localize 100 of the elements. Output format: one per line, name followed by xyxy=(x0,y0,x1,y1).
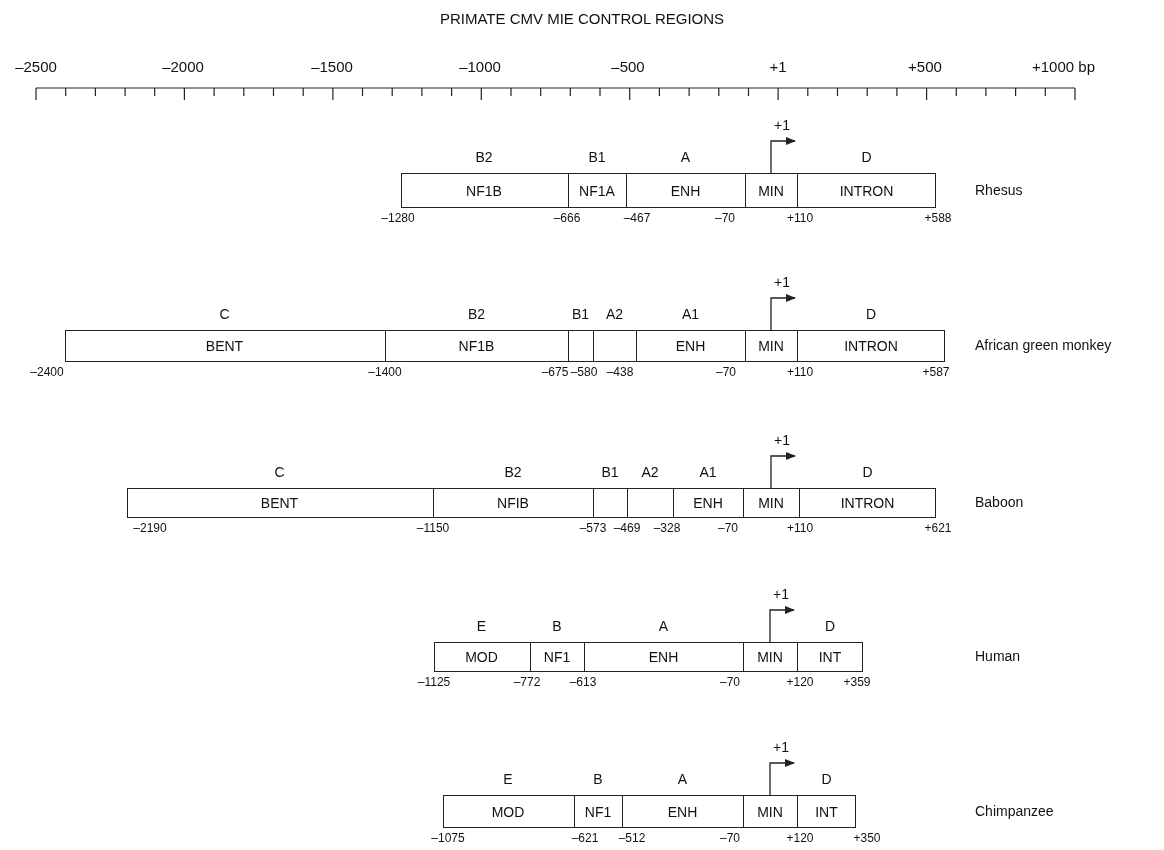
region-name: BENT xyxy=(205,338,244,354)
region-name: INTRON xyxy=(839,182,894,199)
position-label: –70 xyxy=(718,521,738,535)
position-label: +120 xyxy=(786,675,814,689)
start-site-label: +1 xyxy=(773,586,789,602)
region-name: BENT xyxy=(260,495,299,511)
position-label: +587 xyxy=(922,365,950,379)
position-label: –467 xyxy=(623,211,651,225)
region-heading: B1 xyxy=(588,149,606,165)
region-name: INTRON xyxy=(844,338,898,354)
start-site-label: +1 xyxy=(774,274,790,290)
position-label: –1075 xyxy=(431,831,465,845)
position-label: –573 xyxy=(579,521,607,535)
axis-tick-label: –1000 xyxy=(459,58,501,75)
species-label: Baboon xyxy=(975,494,1024,510)
position-label: –70 xyxy=(715,211,735,225)
region-heading: C xyxy=(219,306,230,322)
position-label: +359 xyxy=(843,675,871,689)
region-heading: D xyxy=(862,464,873,480)
region-name: MIN xyxy=(757,649,783,665)
start-site-label: +1 xyxy=(773,739,789,755)
region-name: INTRON xyxy=(840,495,895,511)
position-label: –1280 xyxy=(381,211,415,225)
start-site-label: +1 xyxy=(774,117,790,133)
axis-tick-label: +1000 bp xyxy=(1032,58,1095,75)
position-label: –70 xyxy=(720,831,740,845)
position-label: –469 xyxy=(613,521,641,535)
region-heading: B2 xyxy=(467,306,486,322)
region-name: NF1 xyxy=(584,803,612,820)
position-label: –2190 xyxy=(133,521,167,535)
position-label: +110 xyxy=(786,211,814,225)
position-label: –1150 xyxy=(416,521,450,535)
region-heading: A2 xyxy=(641,464,659,480)
start-site-label: +1 xyxy=(774,432,790,448)
position-label: +588 xyxy=(924,211,952,225)
region-heading: E xyxy=(476,618,487,634)
region-name: INT xyxy=(818,649,842,665)
region-heading: A1 xyxy=(699,464,717,480)
axis-tick-label: –2500 xyxy=(15,58,57,75)
region-name: NFIB xyxy=(497,495,529,511)
region-name: NF1B xyxy=(466,182,502,199)
axis-tick-label: –2000 xyxy=(162,58,204,75)
region-heading: B1 xyxy=(601,464,619,480)
region-name: MIN xyxy=(758,495,784,511)
position-label: –438 xyxy=(606,365,634,379)
region-heading: B1 xyxy=(571,306,590,322)
region-heading: B2 xyxy=(504,464,522,480)
species-label: Chimpanzee xyxy=(975,802,1054,819)
region-heading: A2 xyxy=(605,306,624,322)
region-heading: B2 xyxy=(475,149,493,165)
position-label: –2400 xyxy=(30,365,64,379)
axis-tick-label: +1 xyxy=(769,58,787,75)
region-heading: E xyxy=(503,771,513,787)
region-name: MOD xyxy=(491,803,525,820)
position-label: –772 xyxy=(513,675,541,689)
axis-tick-label: +500 xyxy=(908,58,942,75)
position-label: –1400 xyxy=(368,365,402,379)
region-heading: C xyxy=(274,464,285,480)
position-label: –328 xyxy=(653,521,681,535)
position-label: –70 xyxy=(716,365,736,379)
axis-tick-label: –500 xyxy=(611,58,645,75)
region-name: ENH xyxy=(675,338,706,354)
position-label: –512 xyxy=(618,831,646,845)
region-name: NF1A xyxy=(579,182,615,199)
position-label: –580 xyxy=(570,365,598,379)
species-label: Human xyxy=(975,648,1021,664)
region-heading: B xyxy=(593,771,603,787)
species-label: African green monkey xyxy=(975,337,1112,353)
species-label: Rhesus xyxy=(975,181,1023,198)
region-name: ENH xyxy=(667,803,698,820)
region-name: MIN xyxy=(757,803,783,820)
region-heading: A xyxy=(658,618,669,634)
position-label: –675 xyxy=(541,365,569,379)
region-name: ENH xyxy=(648,649,679,665)
region-name: MOD xyxy=(465,649,498,665)
region-name: ENH xyxy=(670,182,701,199)
region-name: NF1 xyxy=(543,649,571,665)
position-label: –70 xyxy=(720,675,740,689)
position-label: +110 xyxy=(786,365,814,379)
region-name: INT xyxy=(815,803,838,820)
position-label: +120 xyxy=(786,831,814,845)
position-label: –613 xyxy=(569,675,597,689)
position-label: +621 xyxy=(924,521,952,535)
region-heading: D xyxy=(861,149,872,165)
region-name: MIN xyxy=(758,182,784,199)
region-heading: D xyxy=(824,618,836,634)
region-heading: B xyxy=(552,618,562,634)
region-name: ENH xyxy=(693,495,723,511)
position-label: +350 xyxy=(853,831,881,845)
position-label: –1125 xyxy=(417,675,451,689)
region-heading: D xyxy=(821,771,832,787)
position-label: –666 xyxy=(553,211,581,225)
region-name: NF1B xyxy=(458,338,495,354)
region-heading: D xyxy=(865,306,877,322)
region-name: MIN xyxy=(758,338,784,354)
diagram-title: PRIMATE CMV MIE CONTROL REGIONS xyxy=(438,10,726,27)
axis-tick-label: –1500 xyxy=(311,58,353,75)
region-heading: A xyxy=(677,771,688,787)
position-label: –621 xyxy=(571,831,599,845)
region-heading: A xyxy=(680,149,691,165)
